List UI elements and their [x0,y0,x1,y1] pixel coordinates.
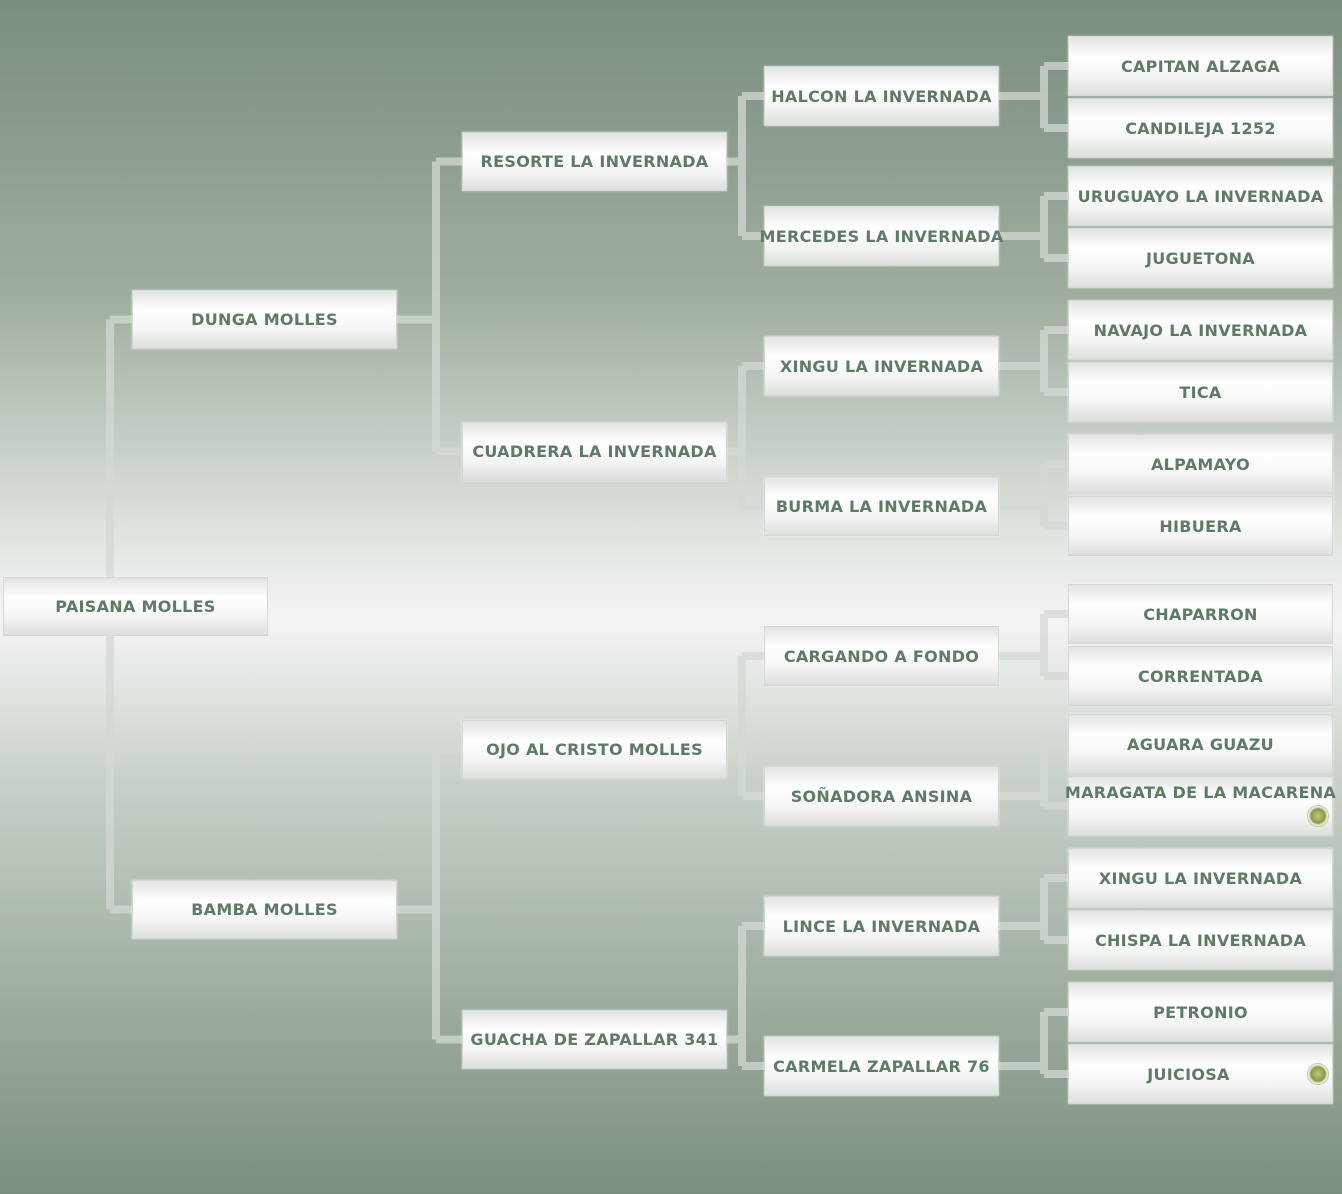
horse-name: CHISPA LA INVERNADA [1094,930,1307,950]
horse-box-gen4[interactable]: XINGU LA INVERNADA [764,336,999,396]
horse-box-dam[interactable]: BAMBA MOLLES [132,880,397,939]
pedigree-connector [999,874,1068,944]
horse-name: OJO AL CRISTO MOLLES [486,740,703,759]
horse-name: CARGANDO A FONDO [783,646,980,666]
horse-box-gen4[interactable]: LINCE LA INVERNADA [764,896,999,956]
pedigree-connector [999,192,1068,262]
horse-name: MARAGATA DE LA MACARENA [1064,783,1337,802]
horse-box-sire[interactable]: DUNGA MOLLES [132,290,397,349]
horse-name: CANDILEJA 1252 [1125,118,1276,138]
horse-box-gen5[interactable]: NAVAJO LA INVERNADA [1068,300,1333,360]
horse-box-gen5[interactable]: XINGU LA INVERNADA [1068,848,1333,908]
horse-name: HIBUERA [1159,516,1242,536]
pedigree-connector [999,460,1068,530]
horse-box-subject[interactable]: PAISANA MOLLES [3,577,268,636]
horse-name: BURMA LA INVERNADA [775,496,988,516]
pedigree-connector [397,745,462,1044]
horse-name: DUNGA MOLLES [191,310,338,329]
horse-box-gen4[interactable]: MERCEDES LA INVERNADA [760,206,1003,266]
pedigree-connector [999,610,1068,680]
horse-box-gen3[interactable]: CUADRERA LA INVERNADA [462,422,727,481]
horse-name: CUADRERA LA INVERNADA [472,442,717,461]
pedigree-connector [727,92,764,240]
horse-name: GUACHA DE ZAPALLAR 341 [470,1030,719,1049]
horse-name: LINCE LA INVERNADA [782,916,981,936]
horse-name: SOÑADORA ANSINA [790,786,973,806]
horse-box-gen5[interactable]: CHISPA LA INVERNADA [1068,910,1333,970]
horse-name: XINGU LA INVERNADA [779,356,984,376]
horse-name: ALPAMAYO [1150,454,1250,474]
horse-box-gen4[interactable]: HALCON LA INVERNADA [764,66,999,126]
horse-name: HALCON LA INVERNADA [771,86,992,106]
horse-box-gen5[interactable]: URUGUAYO LA INVERNADA [1068,166,1333,226]
registry-seal-icon [1307,805,1329,827]
horse-name: URUGUAYO LA INVERNADA [1077,186,1324,206]
registry-seal-icon [1307,1063,1329,1085]
pedigree-connector [727,362,764,510]
horse-box-gen4[interactable]: SOÑADORA ANSINA [764,766,999,826]
horse-name: JUGUETONA [1146,248,1255,268]
horse-name: CHAPARRON [1143,604,1258,624]
horse-box-gen5[interactable]: MARAGATA DE LA MACARENA [1064,776,1337,836]
horse-box-gen5[interactable]: ALPAMAYO [1068,434,1333,494]
pedigree-connector [999,62,1068,132]
horse-box-gen5[interactable]: PETRONIO [1068,982,1333,1042]
horse-box-gen5[interactable]: JUICIOSA [1068,1044,1333,1104]
horse-name: CAPITAN ALZAGA [1120,56,1281,76]
pedigree-connector [999,740,1068,810]
horse-box-gen3[interactable]: OJO AL CRISTO MOLLES [462,720,727,779]
horse-box-gen5[interactable]: AGUARA GUAZU [1068,714,1333,774]
horse-box-gen5[interactable]: TICA [1068,362,1333,422]
horse-name: NAVAJO LA INVERNADA [1093,320,1308,340]
horse-box-gen5[interactable]: CORRENTADA [1068,646,1333,706]
horse-name: TICA [1179,382,1222,402]
horse-name: CARMELA ZAPALLAR 76 [773,1056,990,1076]
horse-box-gen5[interactable]: CHAPARRON [1068,584,1333,644]
pedigree-connector [727,652,764,800]
pedigree-connector [727,922,764,1070]
horse-box-gen3[interactable]: GUACHA DE ZAPALLAR 341 [462,1010,727,1069]
pedigree-connector [999,326,1068,396]
horse-box-gen5[interactable]: CANDILEJA 1252 [1068,98,1333,158]
horse-box-gen5[interactable]: HIBUERA [1068,496,1333,556]
horse-box-gen3[interactable]: RESORTE LA INVERNADA [462,132,727,191]
horse-name: JUICIOSA [1147,1064,1230,1084]
horse-name: CORRENTADA [1137,666,1264,686]
horse-name: PETRONIO [1153,1002,1248,1022]
horse-name: BAMBA MOLLES [191,900,338,919]
horse-box-gen4[interactable]: CARGANDO A FONDO [764,626,999,686]
horse-box-gen4[interactable]: BURMA LA INVERNADA [764,476,999,536]
horse-box-gen4[interactable]: CARMELA ZAPALLAR 76 [764,1036,999,1096]
pedigree-connector [397,157,462,456]
horse-name: RESORTE LA INVERNADA [480,152,709,171]
pedigree-connector [999,1008,1068,1078]
horse-name: AGUARA GUAZU [1127,734,1274,754]
horse-name: MERCEDES LA INVERNADA [759,226,1004,246]
horse-box-gen5[interactable]: CAPITAN ALZAGA [1068,36,1333,96]
horse-name: XINGU LA INVERNADA [1098,868,1303,888]
horse-name: PAISANA MOLLES [55,597,216,616]
horse-box-gen5[interactable]: JUGUETONA [1068,228,1333,288]
